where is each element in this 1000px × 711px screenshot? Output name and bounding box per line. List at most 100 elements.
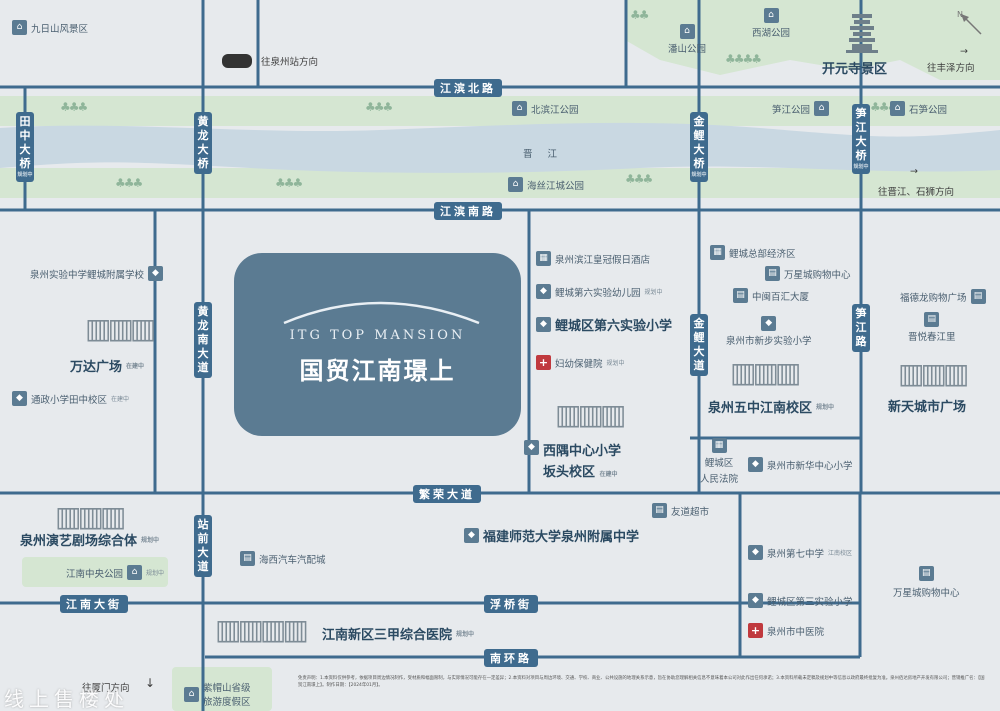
poi-xinhua[interactable]: ◆泉州市新华中心小学 (748, 457, 853, 472)
poi-xintiancheng[interactable]: 新天城市广场 (888, 400, 967, 415)
building-icon: ▥▥▥ (730, 356, 801, 389)
poi-jiangnan-park[interactable]: 江南中央公园⌂规划中 (66, 565, 165, 580)
poi-wanxing-1[interactable]: ▤万星城购物中心 (765, 266, 851, 281)
school-icon: ◆ (148, 266, 164, 281)
building-icon: ▥▥▥ (898, 357, 969, 390)
park-icon: ⌂ (763, 8, 779, 23)
hotel-icon: ▦ (536, 251, 551, 266)
school-icon: ◆ (536, 284, 551, 299)
road-fuqiao: 浮桥街 (484, 595, 538, 613)
road-tianzhong-bridge: 田中大桥规划中 (16, 112, 34, 182)
poi-wuzhong[interactable]: 泉州五中江南校区规划中 (708, 401, 835, 416)
poi-zongbu[interactable]: ▦鲤城总部经济区 (710, 245, 796, 260)
project-chinese-name: 国贸江南璟上 (299, 357, 456, 385)
poi-shiyan-licheng[interactable]: ◆泉州实验中学鲤城附属学校 (30, 266, 164, 281)
poi-zhongyi[interactable]: +泉州市中医院 (748, 623, 824, 638)
poi-baihui[interactable]: ▤中闽百汇大厦 (733, 288, 809, 303)
poi-kaiyuan[interactable]: 开元寺景区 (822, 62, 888, 77)
school-icon: ◆ (761, 316, 777, 331)
school-icon: ◆ (464, 528, 479, 543)
poi-xiyu[interactable]: ◆西隅中心小学坂头校区 在建中 (524, 440, 621, 480)
watermark: 线上售楼处 (4, 687, 129, 711)
shopping-icon: ▤ (924, 312, 940, 327)
poi-youeryuan[interactable]: ◆鲤城第六实验幼儿园规划中 (536, 284, 663, 299)
compass-icon: N (957, 10, 985, 38)
direction-quanzhou-station: 往泉州站方向 (261, 57, 319, 68)
road-jinli-bridge: 金鲤大桥规划中 (690, 112, 708, 182)
road-sunjiang-bridge: 笋江大桥规划中 (852, 104, 870, 174)
tree-icon: ♣♣♣♣ (725, 52, 762, 66)
poi-wanxing-2[interactable]: ▤万星城购物中心 (893, 566, 960, 599)
shopping-icon: ▤ (240, 551, 255, 566)
poi-xihu[interactable]: ⌂西湖公园 (752, 8, 791, 39)
direction-xiamen: 往厦门方向 (82, 683, 130, 694)
tree-icon: ♣♣♣ (60, 100, 88, 114)
road-fanrong: 繁荣大道 (413, 485, 481, 503)
arrow-down-icon: ↓ (145, 676, 156, 690)
poi-panshan[interactable]: ⌂潘山公园 (668, 24, 707, 55)
disclaimer: 免责声明：1.本资料仅供参考，依据项目周边情况制作，受材质和幅面限制，与实际情况… (298, 676, 985, 688)
shopping-icon: ▤ (765, 266, 780, 281)
hospital-icon: + (536, 355, 551, 370)
road-nanhuan: 南环路 (484, 649, 538, 667)
poi-huangguan[interactable]: ▦泉州滨江皇冠假日酒店 (536, 251, 650, 266)
tree-icon: ♣♣♣ (365, 100, 393, 114)
shopping-icon: ▤ (918, 566, 934, 581)
building-icon: ▥▥▥▥ (215, 613, 309, 646)
school-icon: ◆ (524, 440, 539, 455)
poi-wanda[interactable]: 万达广场在建中 (70, 360, 145, 375)
tree-icon: ♣♣♣ (275, 176, 303, 190)
poi-tongzheng[interactable]: ◆通政小学田中校区在建中 (12, 391, 129, 406)
arrow-right-icon: → (910, 166, 918, 177)
direction-jinjiang-shishi: 往晋江、石狮方向 (878, 187, 955, 198)
tree-icon: ♣♣♣ (625, 172, 653, 186)
poi-haixi-auto[interactable]: ▤海西汽车汽配城 (240, 551, 326, 566)
poi-yanyi[interactable]: 泉州演艺剧场综合体规划中 (20, 534, 160, 549)
building-icon: ▥▥▥ (55, 500, 126, 533)
road-jiangbin-north: 江滨北路 (434, 79, 502, 97)
road-zhanqian: 站前大道 (194, 515, 212, 577)
school-icon: ◆ (748, 457, 763, 472)
poi-diqi[interactable]: ◆泉州第七中学江南校区 (748, 545, 852, 560)
hospital-icon: + (748, 623, 763, 638)
building-icon: ▥▥▥ (555, 398, 626, 431)
road-sunjiang-road: 笋江路 (852, 304, 870, 352)
project-english-name: ITG TOP MANSION (289, 328, 466, 343)
school-icon: ◆ (536, 317, 551, 332)
poi-fudelong[interactable]: ▤福德龙购物广场 (900, 289, 986, 304)
poi-licheng-3[interactable]: ◆鲤城区第三实验小学 (748, 593, 853, 608)
poi-jiuri[interactable]: ⌂九日山风景区 (12, 20, 88, 35)
school-icon: ◆ (12, 391, 27, 406)
poi-shiyan6[interactable]: ◆鲤城区第六实验小学 (536, 315, 672, 334)
poi-beibin[interactable]: ⌂北滨江公园 (512, 101, 579, 116)
building-icon: ▥▥▥ (85, 312, 156, 345)
poi-fujian-normal[interactable]: ◆福建师范大学泉州附属中学 (464, 526, 639, 545)
tree-icon: ♣♣ (630, 8, 649, 22)
poi-sanjia[interactable]: 江南新区三甲综合医院规划中 (322, 628, 475, 643)
shopping-icon: ▤ (652, 503, 667, 518)
park-icon: ⌂ (127, 565, 143, 580)
park-icon: ⌂ (890, 101, 905, 116)
poi-fuyou[interactable]: +妇幼保健院规划中 (536, 355, 625, 370)
poi-youda[interactable]: ▤友道超市 (652, 503, 709, 518)
park-icon: ⌂ (814, 101, 830, 116)
poi-shisun[interactable]: ⌂石笋公园 (890, 101, 947, 116)
poi-jinyue[interactable]: ▤晋悦春江里 (908, 312, 956, 343)
scenic-icon: ⌂ (184, 686, 199, 702)
road-jiangnan: 江南大街 (60, 595, 128, 613)
poi-zimaoshan[interactable]: ⌂紫帽山省级旅游度假区 (184, 680, 251, 708)
tree-icon: ♣♣♣ (115, 176, 143, 190)
poi-xinbu[interactable]: ◆泉州市新步实验小学 (726, 316, 812, 347)
poi-haisi[interactable]: ⌂海丝江城公园 (508, 177, 584, 192)
poi-licheng-court[interactable]: ▦鲤城区人民法院 (700, 438, 739, 485)
school-icon: ◆ (748, 545, 763, 560)
river-label: 晋 江 (523, 149, 564, 160)
road-huanglong-south: 黄龙南大道 (194, 302, 212, 378)
project-highlight[interactable]: ITG TOP MANSION 国贸江南璟上 (234, 253, 521, 436)
road-jiangbin-south: 江滨南路 (434, 202, 502, 220)
park-icon: ⌂ (679, 24, 695, 39)
office-icon: ▦ (710, 245, 725, 260)
poi-sunjiang-park[interactable]: ⌂笋江公园 (772, 101, 830, 116)
